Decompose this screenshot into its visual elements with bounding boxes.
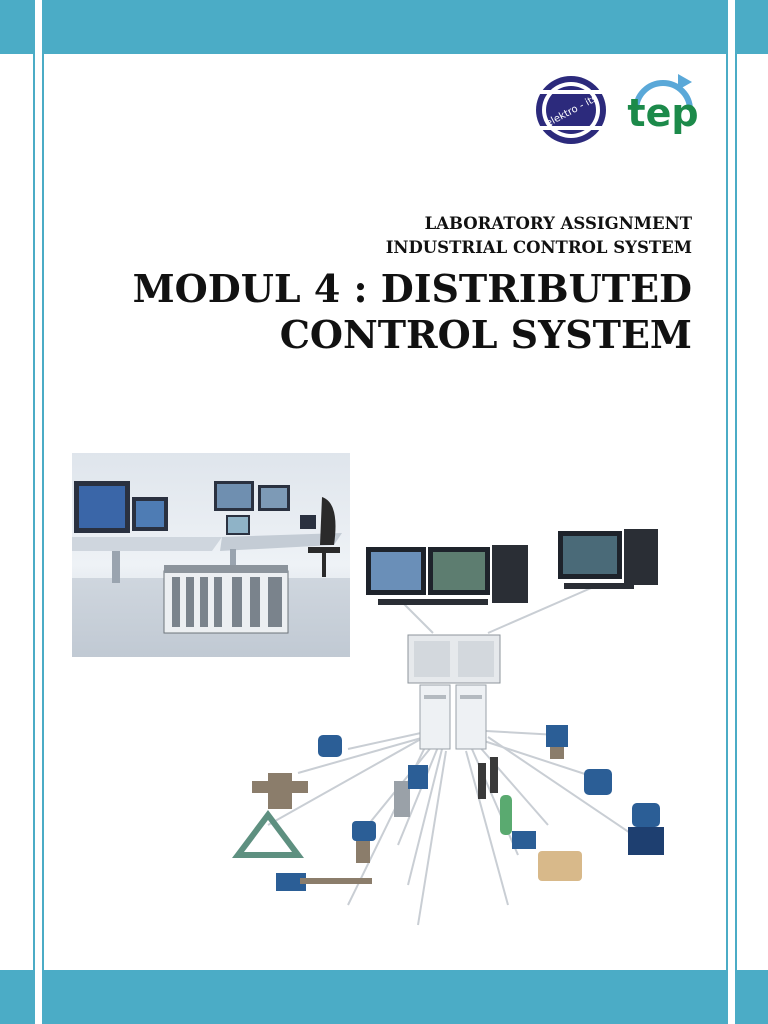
dcs-network-diagram [232,529,664,926]
left-rule-inner [42,0,44,1024]
bottom-band [43,970,727,1024]
dcs-controller [407,634,501,750]
workstation-right [558,529,658,589]
module-title-line-2: CONTROL SYSTEM [279,312,692,357]
tep-logo: tep [627,74,699,135]
elektro-its-logo: elektro - its [536,76,606,144]
logo-group: elektro - its tep [530,70,710,150]
top-band-left [0,0,33,54]
bottom-band-left [0,970,33,1024]
tep-logo-text: tep [627,91,698,135]
right-rule-outer [735,0,737,1024]
left-rule-outer [33,0,35,1024]
bottom-band-right [736,970,768,1024]
top-band-right [736,0,768,54]
right-rule-inner [726,0,728,1024]
subtitle-industrial-control-system: INDUSTRIAL CONTROL SYSTEM [385,238,692,257]
subtitle-laboratory-assignment: LABORATORY ASSIGNMENT [424,214,692,233]
control-room-image [72,453,350,657]
module-title: MODUL 4 : DISTRIBUTED CONTROL SYSTEM [92,266,692,358]
field-instruments-right [478,725,664,881]
workstation-left [366,545,528,605]
module-title-line-1: MODUL 4 : DISTRIBUTED [132,266,692,311]
top-band [43,0,727,54]
field-instruments-left [232,735,428,891]
